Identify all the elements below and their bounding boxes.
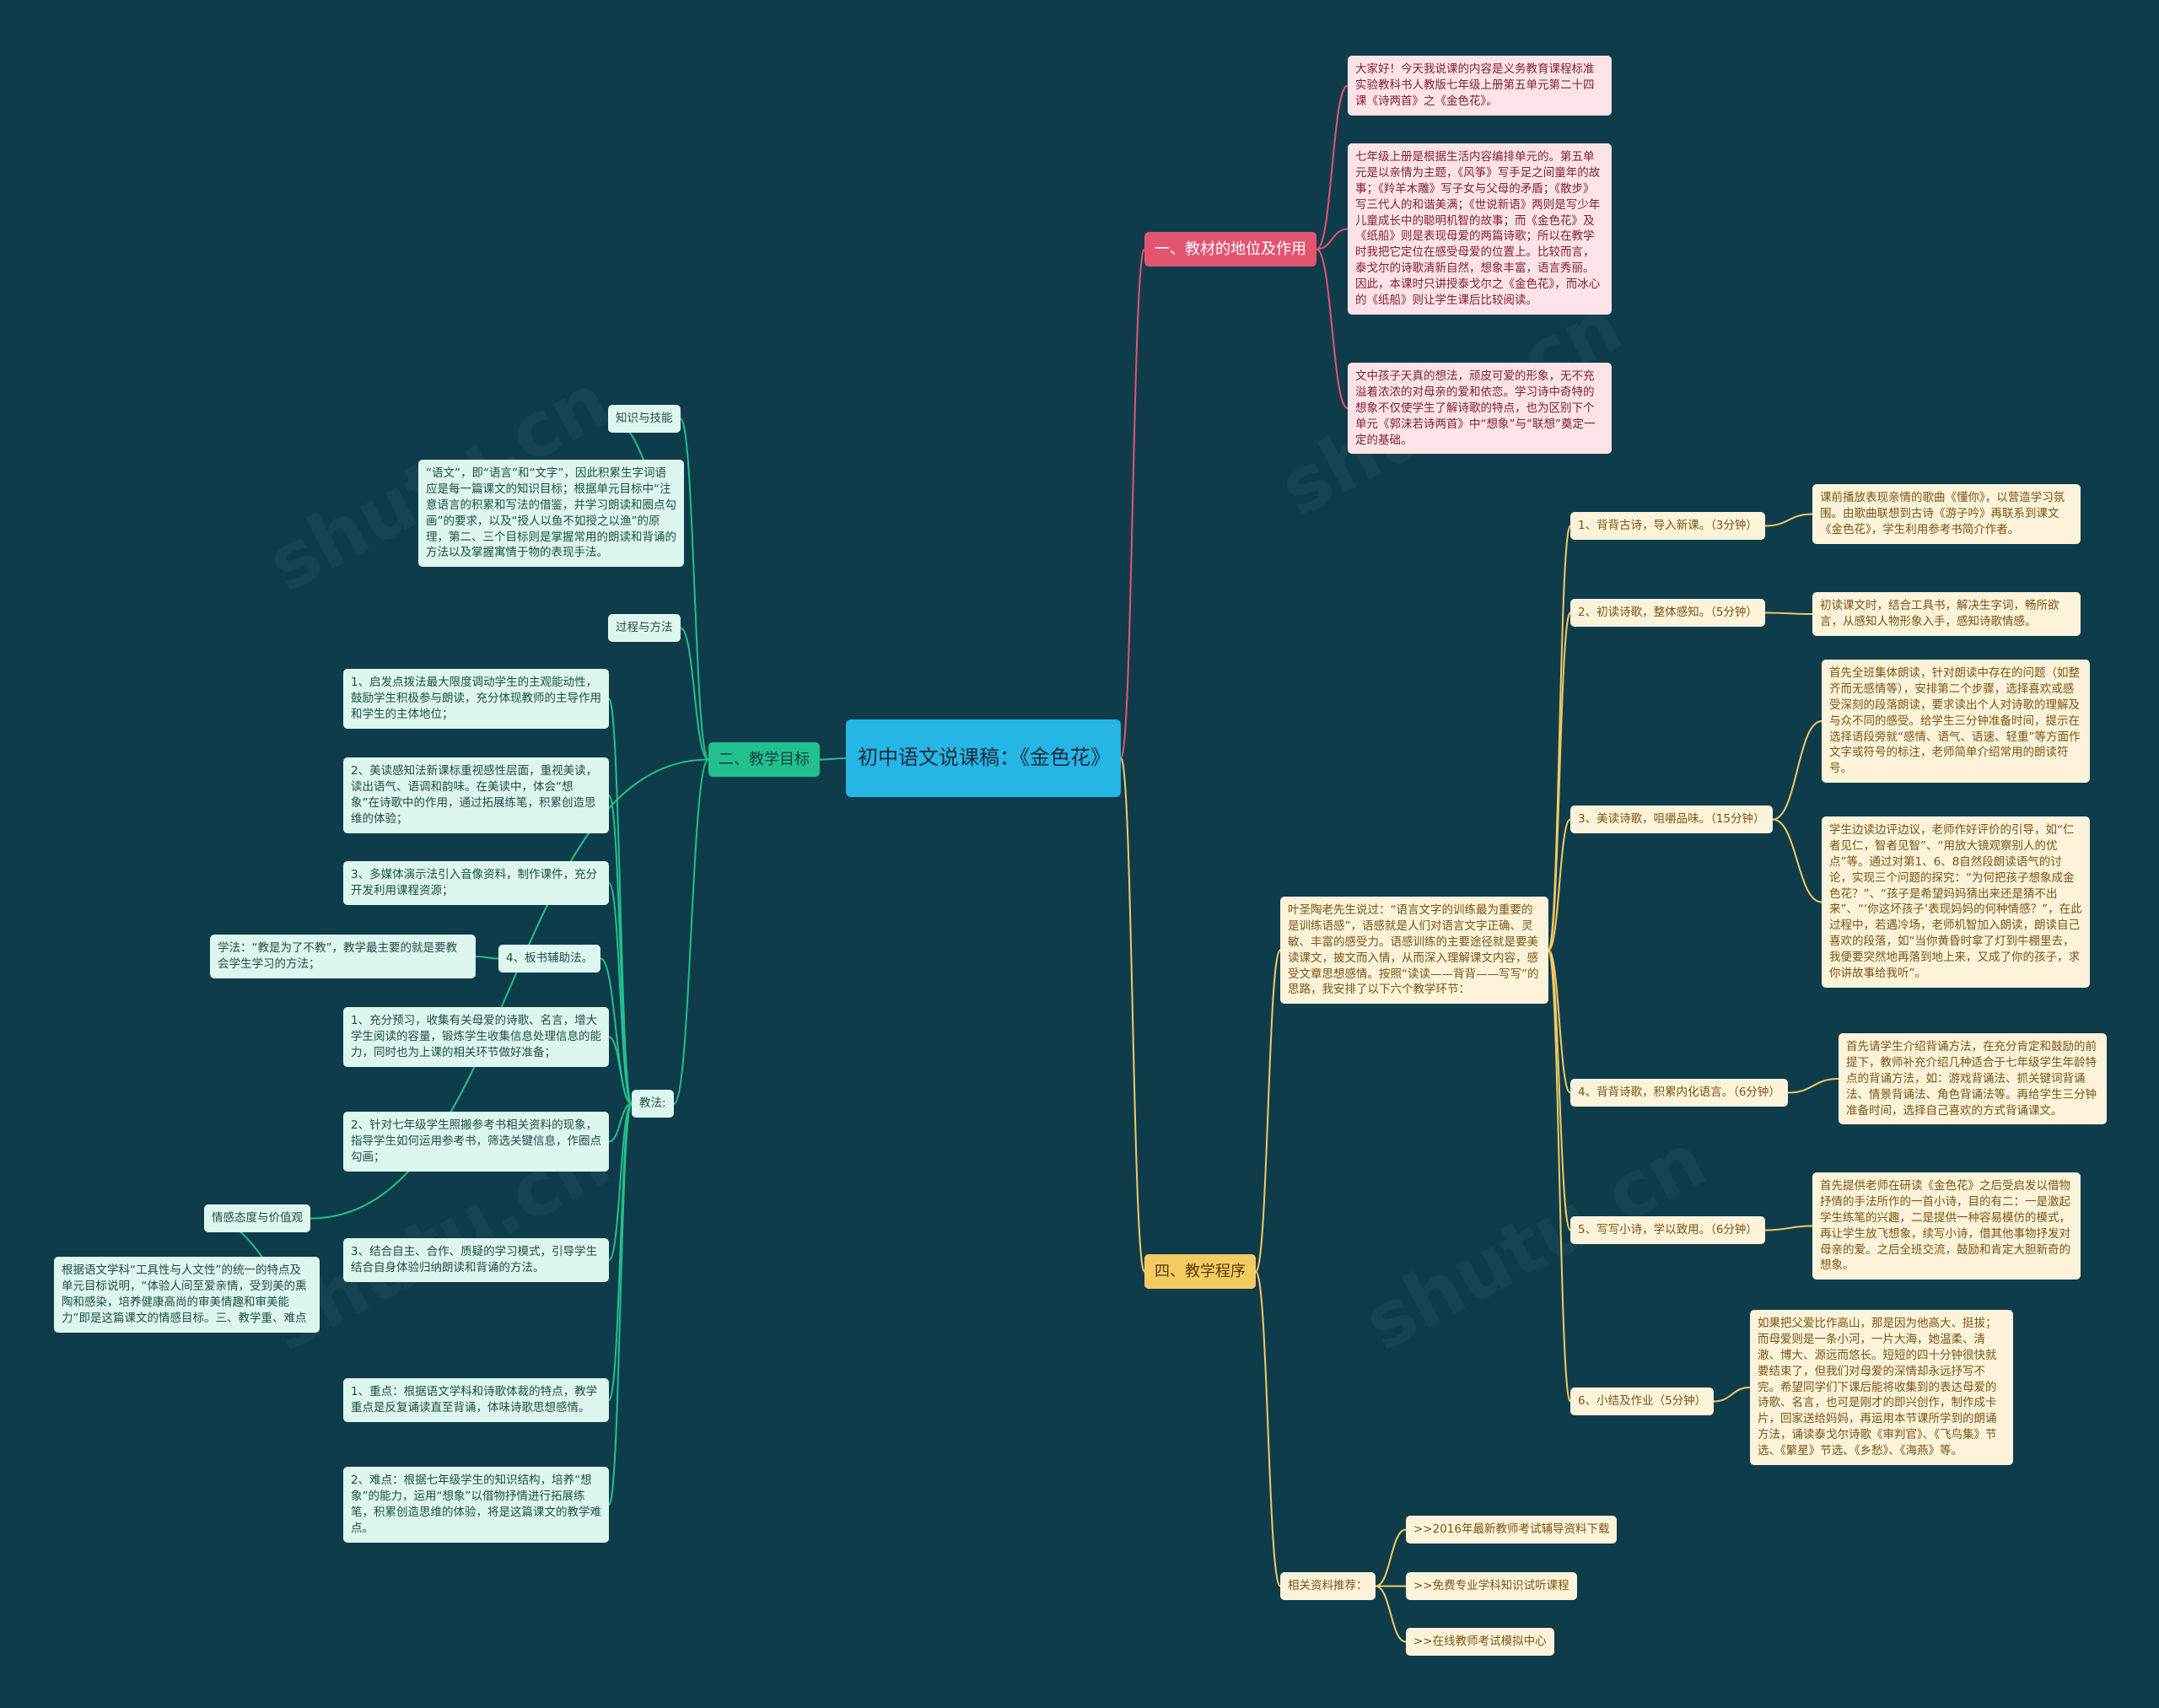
connector-root-s1 (1120, 248, 1145, 759)
step-6-text: 如果把父爱比作高山，那是因为他高大、挺拔；而母爱则是一条小河，一片大海，她温柔、… (1750, 1310, 2013, 1466)
step-6[interactable]: 6、小结及作业（5分钟） (1570, 1387, 1715, 1415)
connector (1255, 949, 1281, 1273)
resource-link-1[interactable]: >>2016年最新教师考试辅导资料下载 (1406, 1516, 1618, 1544)
branch-teaching-procedure[interactable]: 四、教学程序 (1144, 1254, 1256, 1290)
step-3[interactable]: 3、美读诗歌，咀嚼品味。（15分钟） (1570, 806, 1773, 833)
connector (1548, 949, 1571, 1231)
step-5[interactable]: 5、写写小诗，学以致用。（6分钟） (1570, 1216, 1765, 1244)
root-title: 初中语文说课稿：《金色花》 (858, 746, 1111, 770)
connector (673, 758, 709, 1105)
connector (680, 627, 709, 761)
connector (608, 1102, 633, 1143)
connector (1375, 1528, 1407, 1587)
step-4[interactable]: 4、背背诗歌，积累内化语言。（6分钟） (1570, 1079, 1788, 1107)
connector (608, 1102, 633, 1261)
connector (1548, 949, 1571, 1403)
connector (1787, 1078, 1839, 1094)
connector (1772, 720, 1822, 821)
goal-process-method[interactable]: 过程与方法 (608, 614, 681, 642)
text-knowledge: “语文”，即“语言”和“文字”，因此积累生字词语应是每一篇课文的知识目标；根据单… (418, 460, 684, 568)
step-1[interactable]: 1、背背古诗，导入新课。（3分钟） (1570, 512, 1765, 540)
resource-link-2[interactable]: >>免费专业学科知识试听课程 (1406, 1572, 1577, 1600)
connector (475, 956, 499, 960)
connector (1316, 248, 1349, 409)
connector (1764, 1225, 1813, 1231)
connector (1548, 818, 1571, 951)
connector (608, 882, 633, 1105)
connector (1764, 513, 1813, 527)
connector (1255, 1270, 1281, 1587)
text-unit-context: 七年级上册是根据生活内容编排单元的。第五单元是以亲情为主题，《风筝》写手足之间童… (1348, 143, 1612, 315)
connector (680, 418, 709, 761)
connector (1316, 228, 1349, 251)
text-imagination: 文中孩子天真的想法，顽皮可爱的形象，无不充溢着浓浓的对母亲的爱和依恋。学习诗中奇… (1348, 363, 1612, 455)
related-resources[interactable]: 相关资料推荐： (1280, 1572, 1376, 1600)
goal-emotion-values[interactable]: 情感态度与价值观 (204, 1204, 310, 1232)
branch-teaching-goals[interactable]: 二、教学目标 (708, 742, 820, 778)
connector (1548, 949, 1571, 1094)
connector-root-s4 (1120, 757, 1145, 1273)
method-read-aloud: 2、美读感知法新课标重视感性层面，重视美读，读出语气、语调和韵味。在美读中，体会… (343, 757, 609, 833)
difficult-point: 2、难点：根据七年级学生的知识结构，培养“想象”的能力，运用“想象”以借物抒情进… (343, 1467, 609, 1543)
connector (1316, 84, 1349, 251)
method-preview: 1、充分预习，收集有关母爱的诗歌、名言，增大学生阅读的容量，锻炼学生收集信息处理… (343, 1007, 609, 1067)
connector (608, 1036, 633, 1105)
connector (1764, 612, 1813, 615)
connector (608, 1102, 633, 1506)
step-3-text-a: 首先全班集体朗读，针对朗读中存在的问题（如整齐而无感情等），安排第二个步骤，选择… (1822, 660, 2090, 784)
study-method: 学法：“教是为了不教”，教学最主要的就是要教会学生学习的方法； (210, 935, 476, 978)
method-reference: 2、针对七年级学生照搬参考书相关资料的现象，指导学生如何运用参考书，筛选关键信息… (343, 1112, 609, 1172)
step-2[interactable]: 2、初读诗歌，整体感知。（5分钟） (1570, 599, 1765, 627)
method-multimedia: 3、多媒体演示法引入音像资料，制作课件，充分开发利用课程资源； (343, 861, 609, 905)
connector (608, 795, 633, 1105)
connector-root-s2 (819, 757, 847, 761)
branch-textbook-position[interactable]: 一、教材的地位及作用 (1144, 232, 1316, 267)
step-3-text-b: 学生边读边评边议，老师作好评价的引导，如“仁者见仁，智者见智”、“用放大镜观察别… (1822, 816, 2090, 988)
resource-link-3[interactable]: >>在线教师考试模拟中心 (1406, 1628, 1554, 1656)
step-4-text: 首先请学生介绍背诵方法，在充分肯定和鼓励的前提下，教师补充介绍几种适合于七年级学… (1839, 1033, 2107, 1125)
text-intro: 大家好！今天我说课的内容是义务教育课程标准实验教科书人教版七年级上册第五单元第二… (1348, 56, 1612, 116)
method-inspire: 1、启发点拨法最大限度调动学生的主观能动性，鼓励学生积极参与朗读，充分体现教师的… (343, 669, 609, 729)
step-5-text: 首先提供老师在研读《金色花》之后受启发以借物抒情的手法所作的一首小诗，目的有二：… (1812, 1172, 2081, 1280)
method-blackboard: 4、板书辅助法。 (498, 945, 601, 973)
step-2-text: 初读课文时，结合工具书，解决生字词，畅所欲言，从感知人物形象入手，感知诗歌情感。 (1812, 592, 2081, 636)
connector (1375, 1585, 1407, 1643)
step-1-text: 课前播放表现亲情的歌曲《懂你》，以营造学习氛围。由歌曲联想到古诗《游子吟》再联系… (1812, 484, 2081, 544)
connector (1548, 612, 1571, 951)
connector (1713, 1387, 1751, 1403)
method-cooperative: 3、结合自主、合作、质疑的学习模式，引导学生结合自身体验归纳朗读和背诵的方法。 (343, 1238, 609, 1282)
connector (310, 758, 709, 1220)
root-topic[interactable]: 初中语文说课稿：《金色花》 (846, 719, 1121, 797)
text-procedure-intro: 叶圣陶老先生说过：“语言文字的训练最为重要的是训练语感”，语感就是人们对语言文字… (1280, 897, 1548, 1005)
key-point: 1、重点：根据语文学科和诗歌体裁的特点，教学重点是反复诵读直至背诵，体味诗歌思想… (343, 1378, 609, 1422)
text-emotion: 根据语文学科“工具性与人文性”的统一的特点及单元目标说明，“体验人间至爱亲情，受… (54, 1257, 320, 1333)
teaching-method[interactable]: 教法: (632, 1090, 674, 1118)
goal-knowledge-skills[interactable]: 知识与技能 (608, 405, 681, 433)
connector (1772, 818, 1822, 903)
connector (608, 698, 633, 1105)
